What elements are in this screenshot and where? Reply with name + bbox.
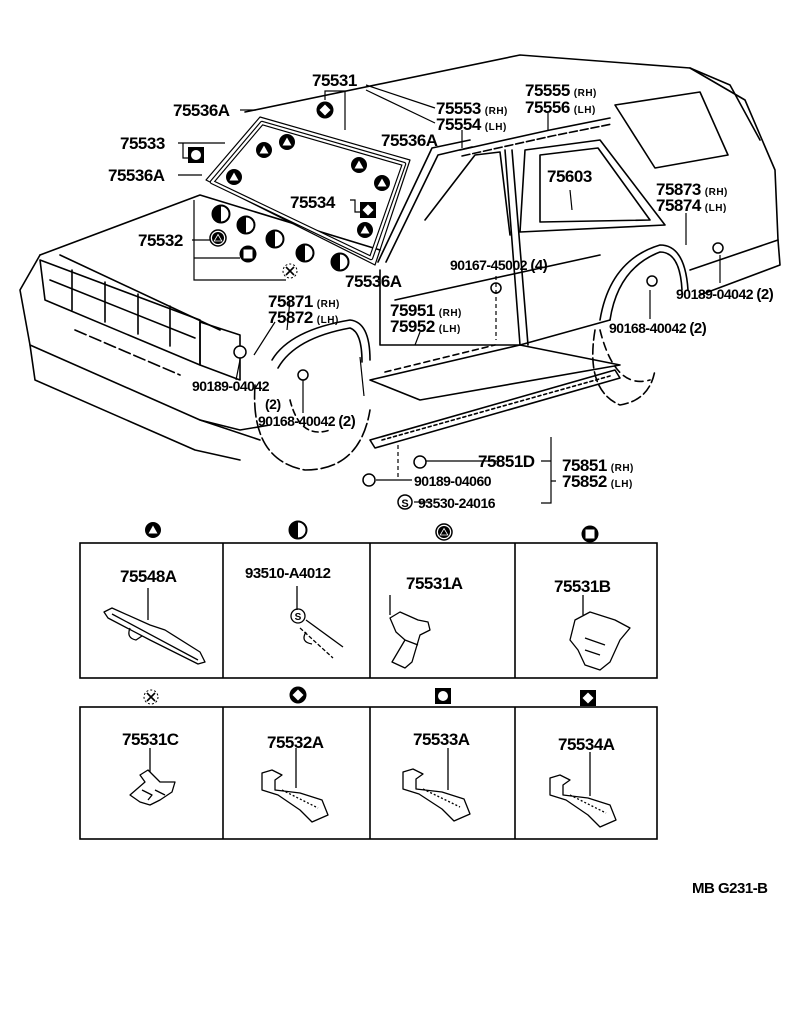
callout-75873: 75873(RH)	[656, 181, 728, 198]
legend-cell-label: 75531B	[554, 577, 611, 596]
side-lh: (LH)	[573, 105, 596, 116]
side-lh: (LH)	[610, 479, 633, 490]
callout-75556: 75556(LH)	[525, 99, 596, 116]
callout-75532: 75532	[138, 231, 183, 250]
callout-75874: 75874(LH)	[656, 197, 727, 214]
legend-cell-label: 93510-A4012	[245, 565, 331, 582]
legend-cell-label: 75534A	[558, 735, 615, 754]
part-number: 75852	[562, 472, 607, 491]
side-lh: (LH)	[316, 315, 339, 326]
side-lh: (LH)	[484, 122, 507, 133]
part-number: 75553	[436, 99, 481, 118]
side-lh: (LH)	[438, 324, 461, 335]
quantity: (2)	[338, 413, 356, 430]
leader-lines	[178, 84, 721, 504]
callout-90189-04042-rear: 90189-04042 (2)	[676, 286, 774, 303]
quantity: (2)	[756, 286, 774, 303]
svg-text:S: S	[295, 612, 302, 623]
callout-75531: 75531	[312, 71, 357, 90]
diagram-code: MB G231-B	[692, 880, 768, 897]
part-number: 75554	[436, 115, 481, 134]
part-number: 75952	[390, 317, 435, 336]
side-rh: (RH)	[704, 187, 728, 198]
fastener-glyphs: S	[233, 242, 724, 510]
vehicle-outline	[19, 54, 781, 471]
part-number: 90168-40042	[609, 320, 687, 336]
callout-75852: 75852(LH)	[562, 473, 633, 490]
part-number: 75873	[656, 180, 701, 199]
circle-outlined-triangle-icon	[435, 523, 453, 541]
legend-cell-label: 75531A	[406, 574, 463, 593]
part-number: 90189-04042	[676, 286, 754, 302]
callout-75554: 75554(LH)	[436, 116, 507, 133]
callout-75951: 75951(RH)	[390, 302, 462, 319]
legend-cell-label: 75548A	[120, 567, 177, 586]
side-rh: (RH)	[316, 299, 340, 310]
callout-93530-24016: 93530-24016	[418, 495, 496, 511]
side-lh: (LH)	[704, 203, 727, 214]
side-rh: (RH)	[438, 308, 462, 319]
callout-75851: 75851(RH)	[562, 457, 634, 474]
callout-90167-45002: 90167-45002 (4)	[450, 257, 548, 274]
half-circle-icon	[288, 520, 308, 540]
part-number: 75874	[656, 196, 701, 215]
part-number: 75951	[390, 301, 435, 320]
part-number: 75872	[268, 308, 313, 327]
callout-75553: 75553(RH)	[436, 100, 508, 117]
side-rh: (RH)	[484, 106, 508, 117]
callout-90189-04060: 90189-04060	[414, 473, 492, 489]
part-number: 75871	[268, 292, 313, 311]
svg-text:S: S	[401, 498, 408, 510]
callout-75851d: 75851D	[478, 452, 535, 471]
part-number: 75851	[562, 456, 607, 475]
legend-cell-label: 75532A	[267, 733, 324, 752]
part-number: 75555	[525, 81, 570, 100]
part-number: 75556	[525, 98, 570, 117]
callout-75533: 75533	[120, 134, 165, 153]
square-circle-icon	[435, 688, 451, 704]
part-number: 90167-45002	[450, 257, 528, 273]
callout-90168-40042-rear: 90168-40042 (2)	[609, 320, 707, 337]
side-rh: (RH)	[573, 88, 597, 99]
legend-part-sketches: S	[103, 586, 631, 828]
callout-90189-04042-front-qty: (2)	[265, 396, 281, 412]
callout-75872: 75872(LH)	[268, 309, 339, 326]
callout-75534: 75534	[290, 193, 335, 212]
legend-table	[79, 542, 658, 840]
callout-90189-04042-front: 90189-04042	[192, 378, 270, 394]
part-number: 90168-40042	[258, 413, 336, 429]
callout-75536a-left: 75536A	[108, 166, 165, 185]
callout-75536a-lower: 75536A	[345, 272, 402, 291]
side-rh: (RH)	[610, 463, 634, 474]
square-diamond-icon	[580, 690, 596, 706]
callout-75555: 75555(RH)	[525, 82, 597, 99]
circle-triangle-icon	[145, 522, 161, 538]
legend-cell-label: 75533A	[413, 730, 470, 749]
dotted-cross-icon	[143, 689, 159, 705]
legend-cell-label: 75531C	[122, 730, 179, 749]
callout-75952: 75952(LH)	[390, 318, 461, 335]
callout-75603: 75603	[547, 167, 592, 186]
callout-75536a-upper-left: 75536A	[173, 101, 230, 120]
callout-90168-40042-front: 90168-40042 (2)	[258, 413, 356, 430]
quantity: (2)	[689, 320, 707, 337]
quantity: (4)	[530, 257, 548, 274]
callout-75536a-upper-right: 75536A	[381, 131, 438, 150]
circle-square-icon	[581, 525, 599, 543]
circle-diamond-icon	[289, 686, 307, 704]
callout-75871: 75871(RH)	[268, 293, 340, 310]
